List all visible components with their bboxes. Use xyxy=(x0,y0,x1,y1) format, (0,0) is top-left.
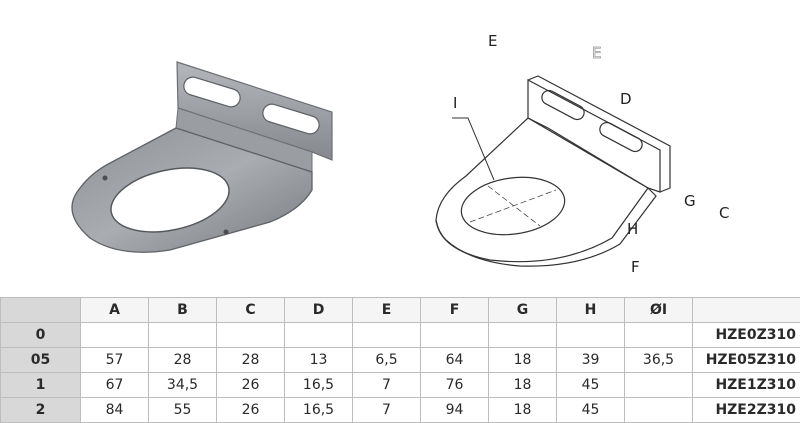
table-cell xyxy=(625,398,693,423)
table-header-row: A B C D E F G H ØI xyxy=(1,298,800,323)
row-size: 0 xyxy=(1,323,81,348)
column-header: E xyxy=(353,298,421,323)
part-code: HZE2Z310 xyxy=(693,398,800,423)
row-size: 2 xyxy=(1,398,81,423)
table-cell: 84 xyxy=(81,398,149,423)
drawing-wall xyxy=(528,80,660,192)
table-corner xyxy=(1,298,81,323)
row-size: 05 xyxy=(1,348,81,373)
column-header: D xyxy=(285,298,353,323)
label-f: F xyxy=(631,258,640,276)
table-cell: 16,5 xyxy=(285,373,353,398)
table-cell xyxy=(149,323,217,348)
table-cell xyxy=(421,323,489,348)
label-c: C xyxy=(719,204,729,222)
label-g: G xyxy=(684,192,696,210)
table-cell: 28 xyxy=(149,348,217,373)
label-i: I xyxy=(453,94,457,112)
table-row: 1 67 34,5 26 16,5 7 76 18 45 HZE1Z310 xyxy=(1,373,800,398)
table-cell xyxy=(353,323,421,348)
table-cell xyxy=(625,323,693,348)
table-cell: 7 xyxy=(353,373,421,398)
table-cell: 94 xyxy=(421,398,489,423)
table-cell: 18 xyxy=(489,348,557,373)
table-cell: 26 xyxy=(217,398,285,423)
bracket-figure: E E D I G C H F xyxy=(0,0,800,296)
column-header: H xyxy=(557,298,625,323)
label-e-ghost: E xyxy=(592,44,601,62)
table-cell: 6,5 xyxy=(353,348,421,373)
table-cell xyxy=(81,323,149,348)
bracket-drawing xyxy=(0,0,800,296)
table-cell: 76 xyxy=(421,373,489,398)
row-size: 1 xyxy=(1,373,81,398)
table-cell: 36,5 xyxy=(625,348,693,373)
table-cell xyxy=(285,323,353,348)
table-cell: 57 xyxy=(81,348,149,373)
column-header: B xyxy=(149,298,217,323)
label-h: H xyxy=(627,220,638,238)
table-cell: 67 xyxy=(81,373,149,398)
table-cell: 16,5 xyxy=(285,398,353,423)
drawing-base xyxy=(436,118,648,262)
table-cell xyxy=(625,373,693,398)
table-cell: 7 xyxy=(353,398,421,423)
dimension-table: A B C D E F G H ØI 0 HZE0Z310 05 xyxy=(0,297,800,423)
table-cell: 18 xyxy=(489,373,557,398)
part-code: HZE1Z310 xyxy=(693,373,800,398)
column-header: F xyxy=(421,298,489,323)
table-cell: 45 xyxy=(557,398,625,423)
table-cell: 18 xyxy=(489,398,557,423)
table-cell: 55 xyxy=(149,398,217,423)
table-cell: 26 xyxy=(217,373,285,398)
table-cell: 13 xyxy=(285,348,353,373)
column-header-code xyxy=(693,298,800,323)
column-header: A xyxy=(81,298,149,323)
table-cell: 34,5 xyxy=(149,373,217,398)
table-cell xyxy=(489,323,557,348)
table-cell: 45 xyxy=(557,373,625,398)
table-cell: 39 xyxy=(557,348,625,373)
part-code: HZE0Z310 xyxy=(693,323,800,348)
table-cell: 64 xyxy=(421,348,489,373)
table-cell xyxy=(557,323,625,348)
part-code: HZE05Z310 xyxy=(693,348,800,373)
table-row: 05 57 28 28 13 6,5 64 18 39 36,5 HZE05Z3… xyxy=(1,348,800,373)
table-cell: 28 xyxy=(217,348,285,373)
label-e: E xyxy=(488,32,497,50)
column-header: G xyxy=(489,298,557,323)
table-row: 2 84 55 26 16,5 7 94 18 45 HZE2Z310 xyxy=(1,398,800,423)
drawing-slot xyxy=(539,88,586,122)
table-cell xyxy=(217,323,285,348)
table-row: 0 HZE0Z310 xyxy=(1,323,800,348)
column-header: C xyxy=(217,298,285,323)
label-d: D xyxy=(620,90,632,108)
drawing-slot xyxy=(597,120,644,154)
column-header: ØI xyxy=(625,298,693,323)
